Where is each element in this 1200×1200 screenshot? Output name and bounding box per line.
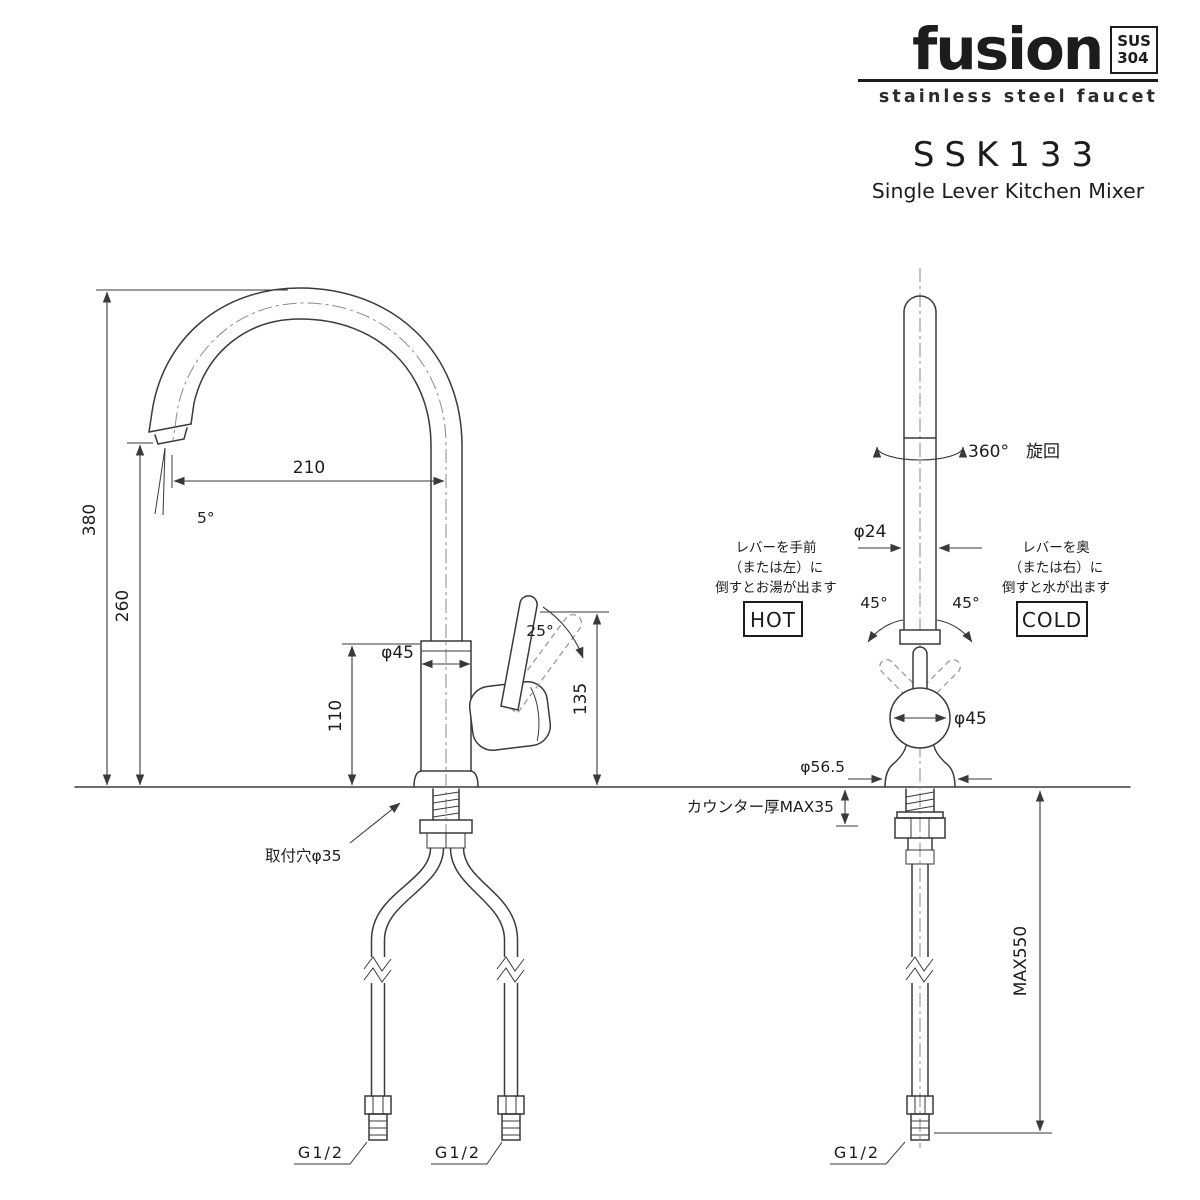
break-symbol (905, 967, 934, 983)
cold-label: COLD (1022, 608, 1082, 632)
sus-badge-line1: SUS (1117, 31, 1151, 50)
hot-note-line1: レバーを手前 (736, 539, 817, 556)
tube-top-cap (903, 295, 937, 313)
hex-nut (894, 817, 946, 839)
hot-note-line2: （または左）に (729, 560, 824, 576)
handle-housing-group (468, 681, 552, 751)
counter-thickness-label: カウンター厚MAX35 (687, 798, 834, 816)
spout-outer-edge (148, 287, 463, 642)
hot-note-line3: 倒すとお湯が出ます (715, 579, 837, 596)
sus-badge-line2: 304 (1117, 48, 1149, 67)
swing-right-label: 45° (952, 594, 979, 612)
lever-angle-arc (542, 606, 584, 659)
hose-thread (501, 1113, 521, 1141)
hose-thread (368, 1113, 388, 1141)
dim-135-label: 135 (571, 683, 591, 715)
hot-box (743, 601, 803, 637)
tube-collar (899, 629, 941, 645)
thread-hatch (905, 791, 935, 798)
base-flare-left (413, 770, 422, 788)
swing-left-label: 45° (860, 594, 887, 612)
swing-arc-left (867, 619, 904, 643)
lever-angle-label: 25° (526, 622, 553, 640)
thread-hatch (432, 805, 460, 811)
thread-hatch (905, 798, 935, 805)
dim-base-label: φ56.5 (800, 758, 845, 776)
hose-nut (364, 1095, 392, 1115)
cold-note-line2: （または右）に (1009, 560, 1104, 576)
stream-angle-line-b (162, 447, 166, 516)
thread-label-right: G1/2 (435, 1143, 481, 1162)
hose-fitting-right (445, 832, 466, 849)
hot-label: HOT (750, 608, 796, 632)
spout-angle-label: 5° (197, 509, 215, 527)
housing-cap-line (530, 687, 540, 741)
header: fusion SUS 304 stainless steel faucet SS… (858, 15, 1158, 203)
base-right (933, 745, 956, 788)
hose-fitting (905, 849, 935, 865)
swivel-label: 360° 旋回 (968, 442, 1060, 462)
spout-tip-cut (148, 423, 192, 433)
base-flare-right (470, 770, 479, 788)
mount-hole-leader (349, 802, 401, 844)
side-view: 25° (80, 287, 858, 1165)
front-thread-leader (830, 1141, 906, 1165)
cold-note-line1: レバーを奥 (1022, 539, 1090, 556)
lever-front (912, 646, 928, 695)
thread-label-left: G1/2 (298, 1143, 344, 1162)
side-centerline (172, 302, 447, 838)
stream-angle-line-a (154, 447, 166, 515)
break-symbol (363, 967, 392, 983)
lever-alt-right (916, 659, 961, 704)
dim-380-label: 380 (80, 504, 100, 536)
swing-arc-right (936, 619, 973, 643)
lever-side (500, 595, 538, 711)
thread-hatch (432, 791, 460, 797)
break-symbol (496, 967, 525, 983)
hose-right-edge-b (462, 847, 519, 1097)
spout-aerator (154, 427, 188, 445)
front-view: 360° 旋回 φ24 45° 45° φ45 φ56.5 (715, 268, 1110, 1165)
dim-tube-dia-label: φ24 (854, 522, 887, 542)
dim-110-label: 110 (326, 700, 346, 732)
break-symbol (496, 956, 525, 972)
mount-hole-label: 取付穴φ35 (265, 847, 341, 865)
base-left (884, 745, 907, 788)
brand-tagline: stainless steel faucet (878, 86, 1158, 107)
swivel-arrow (872, 446, 968, 461)
thread-leader-left (294, 1141, 368, 1165)
cold-note-line3: 倒すと水が出ます (1002, 580, 1110, 596)
hose-nut (497, 1095, 525, 1115)
dim-max550-label: MAX550 (1011, 926, 1031, 996)
thread-leader-right (431, 1141, 503, 1165)
thread-hatch (432, 812, 460, 818)
break-symbol (363, 956, 392, 972)
cold-box (1016, 601, 1088, 637)
hose-right-edge-a (449, 847, 506, 1097)
brand-logo: fusion (912, 15, 1104, 83)
sus304-badge: SUS 304 (1110, 26, 1158, 74)
dim-body-dia-label: φ45 (381, 643, 414, 663)
spout-inner-edge (190, 318, 432, 642)
hose-left-edge-b (383, 847, 445, 1097)
lever-alt-position (502, 614, 583, 715)
model-number: SSK133 (912, 134, 1104, 175)
thread-hatch (432, 798, 460, 804)
hose-thread (910, 1113, 930, 1141)
front-thread-label: G1/2 (834, 1143, 880, 1162)
hose-left-edge-a (370, 847, 432, 1097)
dim-210-label: 210 (293, 458, 325, 478)
thread-hatch (905, 805, 935, 812)
product-name: Single Lever Kitchen Mixer (871, 178, 1145, 203)
hose-fitting-left (426, 832, 447, 849)
brand-logo-row: fusion SUS 304 (858, 15, 1158, 83)
lever-alt-left (879, 659, 924, 704)
dim-sphere-label: φ45 (954, 709, 987, 729)
break-symbol (905, 956, 934, 972)
dim-260-label: 260 (113, 590, 133, 622)
